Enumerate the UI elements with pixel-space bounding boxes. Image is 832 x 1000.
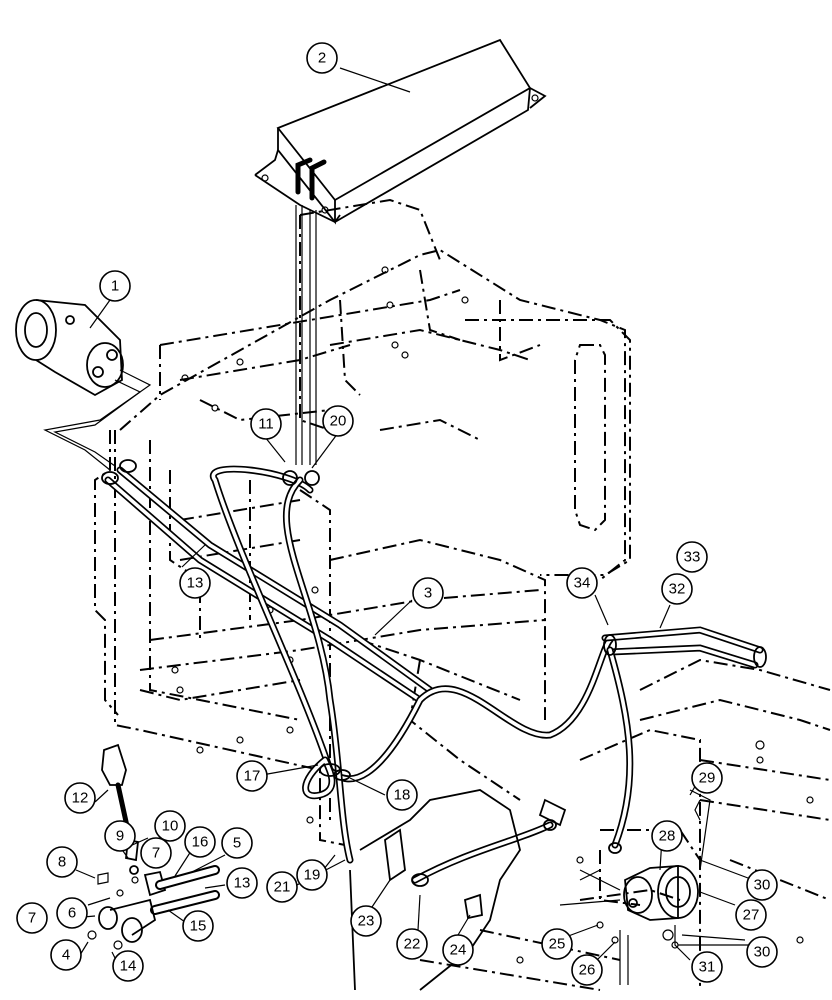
callout-5: 5	[221, 827, 253, 859]
callout-17: 17	[236, 760, 268, 792]
callout-6: 6	[56, 897, 88, 929]
svg-text:9: 9	[116, 828, 124, 845]
refrigerant-hoses	[101, 459, 767, 887]
compressor-upper	[15, 299, 152, 471]
callout-28: 28	[651, 820, 683, 852]
svg-text:7: 7	[28, 910, 36, 927]
svg-text:3: 3	[424, 585, 432, 602]
svg-text:21: 21	[274, 879, 291, 896]
callout-27: 27	[735, 899, 767, 931]
svg-text:29: 29	[699, 770, 716, 787]
svg-text:8: 8	[58, 854, 66, 871]
callout-13-upper: 13	[179, 567, 211, 599]
svg-text:2: 2	[318, 50, 326, 67]
callout-32: 32	[661, 573, 693, 605]
callout-21: 21	[266, 871, 298, 903]
svg-text:33: 33	[684, 549, 701, 566]
svg-text:4: 4	[62, 947, 70, 964]
svg-text:32: 32	[669, 581, 686, 598]
callout-18: 18	[386, 779, 418, 811]
callout-33: 33	[676, 541, 708, 573]
callout-2: 2	[306, 42, 338, 74]
callout-11: 11	[250, 408, 282, 440]
callout-31: 31	[691, 951, 723, 983]
svg-text:20: 20	[330, 413, 347, 430]
callout-19: 19	[296, 859, 328, 891]
callout-12: 12	[64, 782, 96, 814]
svg-text:1: 1	[111, 278, 119, 295]
svg-text:15: 15	[190, 918, 207, 935]
callout-14: 14	[112, 950, 144, 982]
callout-34: 34	[566, 567, 598, 599]
svg-text:30: 30	[754, 944, 771, 961]
callout-23: 23	[350, 905, 382, 937]
svg-text:23: 23	[358, 913, 375, 930]
svg-text:13: 13	[187, 575, 204, 592]
svg-text:26: 26	[579, 962, 596, 979]
callout-7-top: 7	[140, 837, 172, 869]
svg-text:25: 25	[549, 936, 566, 953]
svg-text:27: 27	[743, 907, 760, 924]
evaporator-box	[254, 38, 547, 465]
callout-10: 10	[154, 810, 186, 842]
callout-8: 8	[46, 846, 78, 878]
svg-text:17: 17	[244, 768, 261, 785]
svg-text:19: 19	[304, 867, 321, 884]
svg-text:6: 6	[68, 905, 76, 922]
svg-text:22: 22	[404, 936, 421, 953]
svg-text:28: 28	[659, 828, 676, 845]
svg-text:5: 5	[233, 835, 241, 852]
callout-30-upper: 30	[746, 869, 778, 901]
svg-text:16: 16	[192, 834, 209, 851]
callout-16: 16	[184, 826, 216, 858]
svg-text:30: 30	[754, 877, 771, 894]
callout-24: 24	[442, 934, 474, 966]
callout-7-left: 7	[16, 902, 48, 934]
svg-text:12: 12	[72, 790, 89, 807]
callout-25: 25	[541, 928, 573, 960]
svg-text:7: 7	[152, 845, 160, 862]
svg-text:18: 18	[394, 787, 411, 804]
callout-26: 26	[571, 954, 603, 986]
callouts: 2 1 3 11 20 13 33 32 34 17 18 12 10 9 16…	[16, 42, 778, 986]
lower-bracket	[349, 789, 567, 991]
callout-3: 3	[412, 577, 444, 609]
callout-22: 22	[396, 928, 428, 960]
callout-29: 29	[691, 762, 723, 794]
frame-bolts	[171, 266, 814, 964]
callout-15: 15	[182, 910, 214, 942]
callout-20: 20	[322, 405, 354, 437]
callout-30-lower: 30	[746, 936, 778, 968]
svg-text:14: 14	[120, 958, 137, 975]
callout-9: 9	[104, 820, 136, 852]
callout-4: 4	[50, 939, 82, 971]
svg-text:31: 31	[699, 959, 716, 976]
svg-text:34: 34	[574, 575, 591, 592]
callout-1: 1	[99, 270, 131, 302]
svg-text:24: 24	[450, 942, 467, 959]
svg-text:13: 13	[234, 875, 251, 892]
svg-text:11: 11	[258, 416, 274, 433]
callout-13-lower: 13	[226, 867, 258, 899]
svg-text:10: 10	[162, 818, 179, 835]
